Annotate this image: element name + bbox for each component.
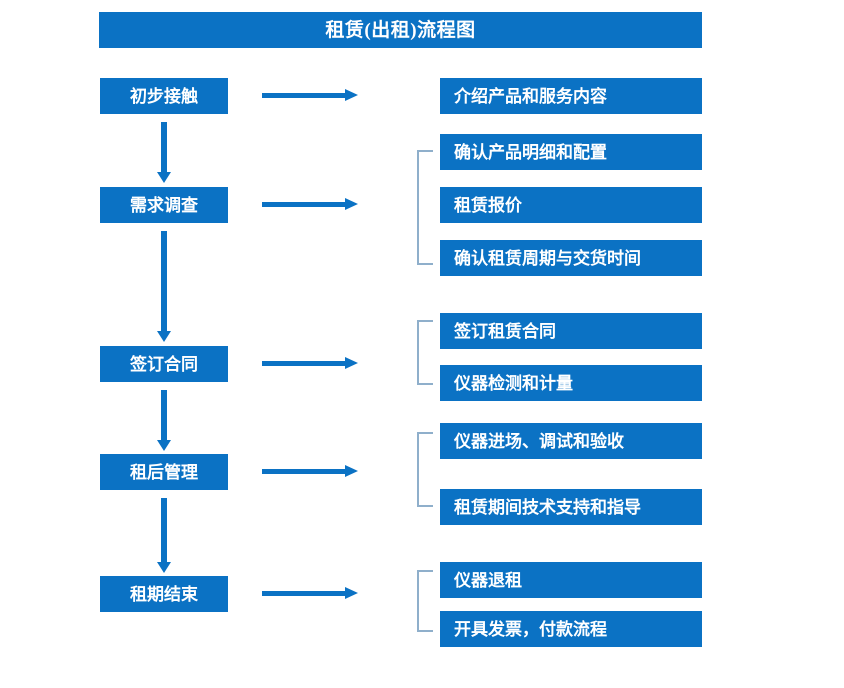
stage-box-4[interactable]: 租后管理: [100, 454, 228, 490]
stage-box-3[interactable]: 签订合同: [100, 346, 228, 382]
chart-title-banner: 租赁(出租)流程图: [99, 12, 702, 48]
detail-box-1[interactable]: 介绍产品和服务内容: [440, 78, 702, 114]
stage-box-5[interactable]: 租期结束: [100, 576, 228, 612]
group-bracket-3: [417, 432, 433, 507]
detail-label-7: 仪器进场、调试和验收: [454, 431, 624, 451]
detail-box-2[interactable]: 确认产品明细和配置: [440, 134, 702, 170]
detail-label-6: 仪器检测和计量: [454, 373, 573, 393]
right-arrow-icon-1: [262, 87, 358, 105]
detail-label-9: 仪器退租: [454, 570, 522, 590]
group-bracket-4: [417, 570, 433, 632]
right-arrow-icon-4: [262, 463, 358, 481]
detail-label-5: 签订租赁合同: [454, 321, 556, 341]
detail-box-7[interactable]: 仪器进场、调试和验收: [440, 423, 702, 459]
detail-box-10[interactable]: 开具发票，付款流程: [440, 611, 702, 647]
stage-box-2[interactable]: 需求调查: [100, 187, 228, 223]
group-bracket-2: [417, 320, 433, 385]
detail-label-8: 租赁期间技术支持和指导: [454, 497, 641, 517]
stage-label-4: 租后管理: [130, 462, 198, 482]
right-arrow-icon-2: [262, 196, 358, 214]
detail-label-3: 租赁报价: [454, 195, 522, 215]
down-arrow-icon-2: [156, 231, 172, 343]
down-arrow-icon-3: [156, 390, 172, 452]
detail-label-1: 介绍产品和服务内容: [454, 86, 607, 106]
page-title: 租赁(出租)流程图: [325, 19, 476, 41]
detail-box-5[interactable]: 签订租赁合同: [440, 313, 702, 349]
detail-box-4[interactable]: 确认租赁周期与交货时间: [440, 240, 702, 276]
detail-box-8[interactable]: 租赁期间技术支持和指导: [440, 489, 702, 525]
detail-box-9[interactable]: 仪器退租: [440, 562, 702, 598]
group-bracket-1: [417, 150, 433, 265]
detail-box-3[interactable]: 租赁报价: [440, 187, 702, 223]
detail-label-2: 确认产品明细和配置: [454, 142, 607, 162]
stage-label-1: 初步接触: [130, 86, 198, 106]
stage-label-3: 签订合同: [130, 354, 198, 374]
right-arrow-icon-5: [262, 585, 358, 603]
detail-label-10: 开具发票，付款流程: [454, 619, 607, 639]
stage-label-5: 租期结束: [130, 584, 198, 604]
down-arrow-icon-1: [156, 122, 172, 184]
stage-box-1[interactable]: 初步接触: [100, 78, 228, 114]
detail-box-6[interactable]: 仪器检测和计量: [440, 365, 702, 401]
right-arrow-icon-3: [262, 355, 358, 373]
stage-label-2: 需求调查: [130, 195, 198, 215]
down-arrow-icon-4: [156, 498, 172, 574]
detail-label-4: 确认租赁周期与交货时间: [454, 248, 641, 268]
